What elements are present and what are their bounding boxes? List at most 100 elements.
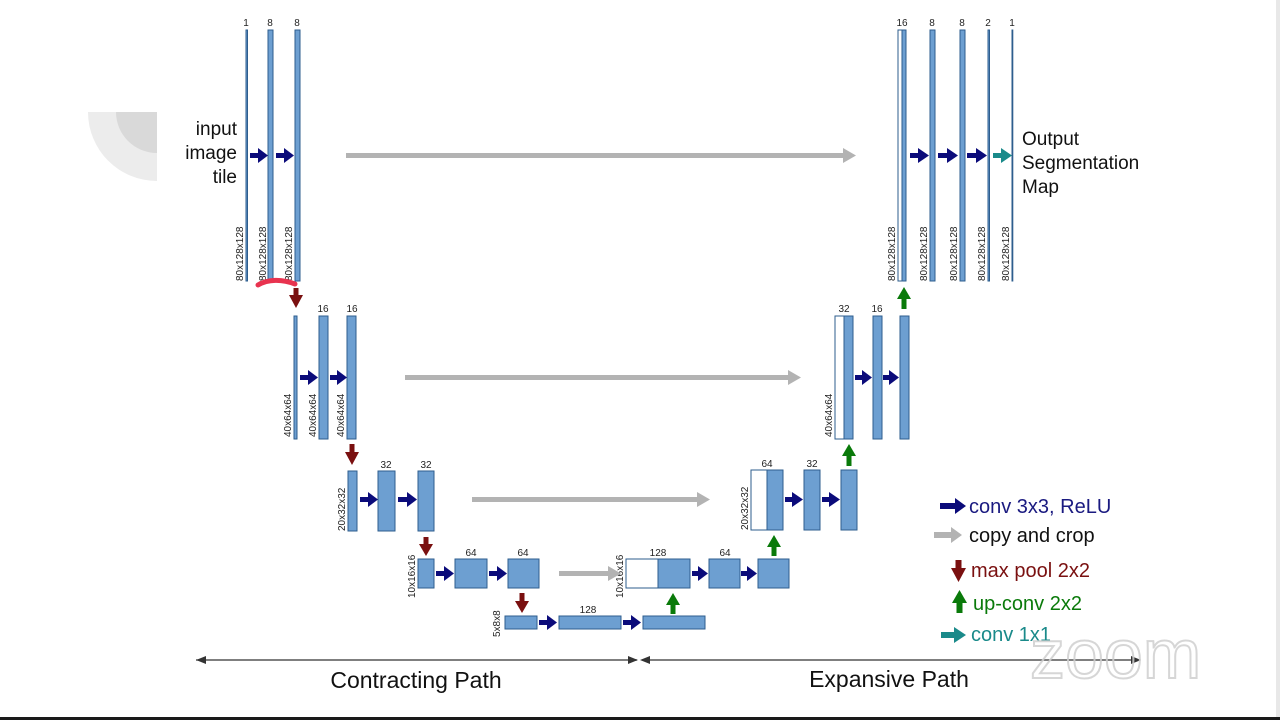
decoder-level-3: 64 32 20x32x32 bbox=[740, 459, 858, 531]
feature-map-dec3-b bbox=[840, 469, 858, 531]
feature-map-enc4-a bbox=[454, 558, 488, 589]
contracting-path-label: Contracting Path bbox=[330, 667, 501, 693]
feature-map-dec3-upsampled bbox=[766, 469, 784, 531]
feature-map-dec1-copied bbox=[897, 29, 903, 282]
channel-label: 32 bbox=[806, 459, 818, 470]
conv-arrow bbox=[785, 492, 803, 507]
conv-arrow bbox=[360, 492, 378, 507]
right-edge-strip bbox=[1276, 0, 1280, 720]
conv-arrow bbox=[330, 370, 347, 385]
contracting-path-arrowhead-left bbox=[196, 656, 206, 664]
copy-arrow-level3 bbox=[472, 492, 710, 507]
legend-copy-icon bbox=[934, 527, 962, 543]
copy-arrow-level1 bbox=[346, 148, 856, 163]
channel-label: 64 bbox=[465, 548, 477, 559]
dimension-label: 80x128x128 bbox=[1001, 226, 1012, 281]
upconv-arrow bbox=[842, 444, 856, 466]
decoder-level-4: 128 64 10x16x16 bbox=[615, 548, 790, 598]
pool-arrow bbox=[419, 537, 433, 556]
legend-upconv: up-conv 2x2 bbox=[952, 590, 1082, 615]
dimension-label: 20x32x32 bbox=[740, 486, 751, 530]
channel-label: 32 bbox=[838, 304, 850, 315]
annotation-pen-stroke bbox=[255, 277, 298, 288]
legend-pool: max pool 2x2 bbox=[951, 560, 1090, 582]
feature-map-dec4-a bbox=[708, 558, 741, 589]
dimension-label: 80x128x128 bbox=[887, 226, 898, 281]
channel-label: 16 bbox=[896, 18, 908, 29]
conv-arrow bbox=[822, 492, 840, 507]
legend-conv1x1-label: conv 1x1 bbox=[971, 624, 1051, 646]
output-label-line2: Segmentation bbox=[1022, 153, 1139, 174]
feature-map-enc3-pooled bbox=[347, 470, 358, 532]
feature-map-dec1-upsampled bbox=[901, 29, 907, 282]
upconv-arrow bbox=[897, 287, 911, 309]
feature-map-enc3-a bbox=[377, 470, 396, 532]
expansive-path-indicator: Expansive Path bbox=[640, 656, 1141, 692]
feature-map-enc2-a bbox=[318, 315, 329, 440]
feature-map-enc2-b bbox=[346, 315, 357, 440]
feature-map-enc2-pooled bbox=[293, 315, 298, 440]
dimension-label: 40x64x64 bbox=[308, 393, 319, 437]
feature-map-dec3-a bbox=[803, 469, 821, 531]
conv-arrow bbox=[436, 566, 454, 581]
conv1x1-arrow bbox=[993, 148, 1012, 163]
pool-arrow bbox=[345, 444, 359, 465]
loading-arc-icon bbox=[88, 112, 157, 181]
channel-label: 16 bbox=[346, 304, 358, 315]
channel-label: 8 bbox=[294, 18, 300, 29]
feature-map-dec2-upsampled bbox=[843, 315, 854, 440]
conv-arrow bbox=[883, 370, 899, 385]
legend-upconv-label: up-conv 2x2 bbox=[973, 593, 1082, 615]
encoder-level-2: 16 16 40x64x64 40x64x64 40x64x64 bbox=[283, 304, 358, 440]
channel-label: 128 bbox=[650, 548, 667, 559]
feature-map-output bbox=[1011, 29, 1014, 282]
contracting-path-indicator: Contracting Path bbox=[196, 656, 638, 693]
copy-arrow-level4 bbox=[559, 566, 621, 581]
legend-conv1x1-icon bbox=[941, 627, 966, 643]
channel-label: 128 bbox=[580, 605, 597, 616]
channel-label: 16 bbox=[317, 304, 329, 315]
channel-label: 64 bbox=[761, 459, 773, 470]
conv-arrow bbox=[250, 148, 268, 163]
channel-label: 8 bbox=[959, 18, 965, 29]
dimension-label: 80x128x128 bbox=[949, 226, 960, 281]
copy-and-crop-arrows bbox=[346, 148, 856, 581]
conv-arrow bbox=[300, 370, 318, 385]
max-pool-arrows bbox=[289, 288, 529, 613]
conv-arrow bbox=[938, 148, 958, 163]
expansive-path-arrowhead-left bbox=[640, 656, 650, 664]
dimension-label: 5x8x8 bbox=[492, 610, 503, 637]
encoder-level-4: 64 64 10x16x16 bbox=[407, 548, 540, 598]
dimension-label: 20x32x32 bbox=[337, 487, 348, 531]
input-image-tile-label: input image tile bbox=[185, 119, 237, 188]
up-conv-arrows bbox=[666, 287, 911, 614]
feature-map-dec1-c bbox=[987, 29, 990, 282]
upconv-arrow bbox=[767, 535, 781, 556]
channel-label: 32 bbox=[380, 460, 392, 471]
legend-copy: copy and crop bbox=[934, 525, 1095, 547]
output-segmentation-map-label: Output Segmentation Map bbox=[1022, 129, 1139, 198]
legend-upconv-icon bbox=[952, 590, 967, 613]
dimension-label: 10x16x16 bbox=[407, 554, 418, 598]
channel-label: 2 bbox=[985, 18, 991, 29]
decoder-level-1: 16 8 8 2 1 80x128x128 80x128x128 80x128x… bbox=[887, 18, 1015, 282]
feature-map-enc4-b bbox=[507, 558, 540, 589]
bottleneck: 128 5x8x8 bbox=[492, 605, 706, 637]
conv-arrows bbox=[250, 148, 987, 630]
feature-map-dec4-upsampled bbox=[657, 558, 691, 589]
legend-conv: conv 3x3, ReLU bbox=[940, 496, 1111, 518]
conv-arrow bbox=[741, 566, 757, 581]
conv-arrow bbox=[623, 615, 641, 630]
input-label-line1: input bbox=[196, 119, 238, 140]
channel-label: 1 bbox=[1009, 18, 1015, 29]
upconv-arrow bbox=[666, 593, 680, 614]
feature-map-enc1-b bbox=[294, 29, 301, 282]
decoder-level-2: 32 16 40x64x64 bbox=[824, 304, 910, 440]
legend-pool-label: max pool 2x2 bbox=[971, 560, 1090, 582]
conv-arrow bbox=[692, 566, 708, 581]
channel-label: 32 bbox=[420, 460, 432, 471]
feature-map-dec4-b bbox=[757, 558, 790, 589]
dimension-label: 80x128x128 bbox=[284, 226, 295, 281]
dimension-label: 40x64x64 bbox=[283, 393, 294, 437]
